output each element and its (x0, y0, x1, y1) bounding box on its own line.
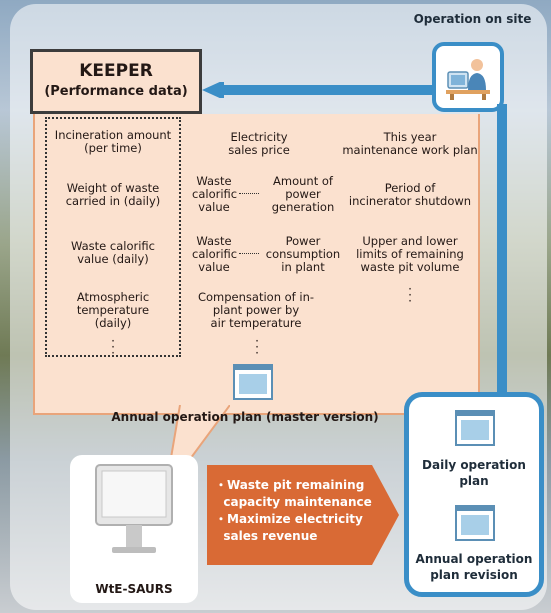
objectives-arrow (207, 465, 399, 565)
keeper-title: KEEPER (79, 61, 153, 81)
objective-item: ・Maximize electricity sales revenue (215, 512, 363, 543)
col2-pair2-right: Power consumption in plant (265, 234, 341, 274)
col2-pair1-right: Amount of power generation (271, 174, 335, 214)
annual-operation-plan-revision-label: Annual operation plan revision (415, 552, 533, 582)
col1-item-temperature: Atmospheric temperature (daily) (76, 290, 150, 330)
col2-pair1-dots (239, 193, 259, 194)
col2-pair2-dots (239, 253, 259, 254)
operation-on-site-label: Operation on site (413, 12, 532, 26)
annual-revision-document-icon (455, 505, 495, 541)
col2-pair1-left: Waste calorific value (192, 174, 238, 214)
col2-pair2-left: Waste calorific value (192, 234, 238, 274)
operator-at-computer-icon (446, 59, 490, 100)
annual-plan-document-icon (233, 364, 273, 400)
col3-pit-limits: Upper and lower limits of remaining wast… (356, 234, 464, 274)
daily-plan-document-icon (455, 410, 495, 446)
col2-electricity: Electricity sales price (228, 130, 290, 157)
keeper-box: KEEPER (Performance data) (30, 49, 202, 114)
objectives-list: ・Waste pit remaining capacity maintenanc… (215, 477, 385, 545)
col1-item-calorific: Waste calorific value (daily) (70, 239, 155, 266)
computer-monitor-icon (95, 464, 173, 553)
keeper-subtitle: (Performance data) (44, 84, 188, 99)
site-to-keeper-arrow (202, 82, 436, 98)
col3-maintenance: This year maintenance work plan (342, 130, 478, 157)
col1-item-incineration: Incineration amount (per time) (54, 128, 172, 155)
col2-ellipsis: ··· (255, 334, 259, 360)
col3-ellipsis: ··· (408, 282, 412, 308)
col3-shutdown: Period of incinerator shutdown (348, 181, 472, 208)
wte-saurs-label: WtE-SAURS (95, 582, 173, 596)
annual-plan-label: Annual operation plan (master version) (111, 410, 379, 424)
objective-item: ・Waste pit remaining capacity maintenanc… (215, 478, 372, 509)
col1-ellipsis: ··· (111, 334, 115, 360)
operation-output-box (404, 392, 544, 597)
operation-on-site-box (432, 42, 504, 112)
daily-operation-plan-label: Daily operation plan (422, 458, 526, 488)
col2-compensation: Compensation of in- plant power by air t… (197, 290, 315, 330)
col1-item-weight: Weight of waste carried in (daily) (65, 181, 161, 208)
site-to-output-line (497, 104, 507, 400)
dotted-group (45, 117, 181, 357)
